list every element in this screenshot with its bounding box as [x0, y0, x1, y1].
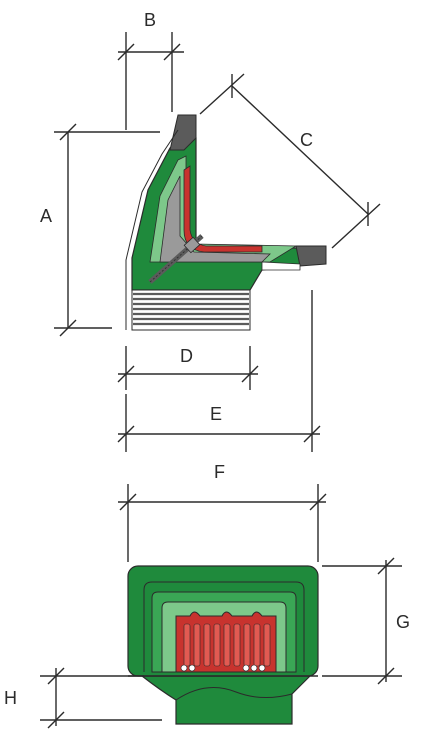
front-frame-1 [143, 581, 305, 672]
label-f: F [214, 462, 225, 482]
section-grate-top [169, 114, 197, 151]
label-g: G [396, 612, 410, 632]
section-bolt [148, 234, 204, 284]
dimension-h: H [4, 667, 162, 729]
section-insert [261, 261, 301, 271]
label-b: B [144, 10, 156, 30]
front-view [127, 565, 319, 725]
section-grate-right [295, 245, 327, 267]
dimension-d: D [117, 346, 259, 390]
label-h: H [4, 688, 17, 708]
label-d: D [180, 346, 193, 366]
dimension-f: F [118, 462, 327, 562]
front-outlet [140, 675, 312, 725]
section-outline-left [125, 129, 179, 330]
front-outlet-curve [175, 687, 293, 701]
label-e: E [210, 404, 222, 424]
label-c: C [300, 130, 313, 150]
section-view [125, 114, 327, 331]
dimension-e: E [117, 290, 321, 452]
section-thread [131, 289, 251, 331]
dimension-g: G [322, 557, 410, 685]
front-grate [175, 611, 277, 673]
dimension-b: B [117, 10, 184, 130]
dimension-a: A [40, 123, 160, 337]
label-a: A [40, 206, 52, 226]
dimension-c: C [199, 73, 381, 249]
